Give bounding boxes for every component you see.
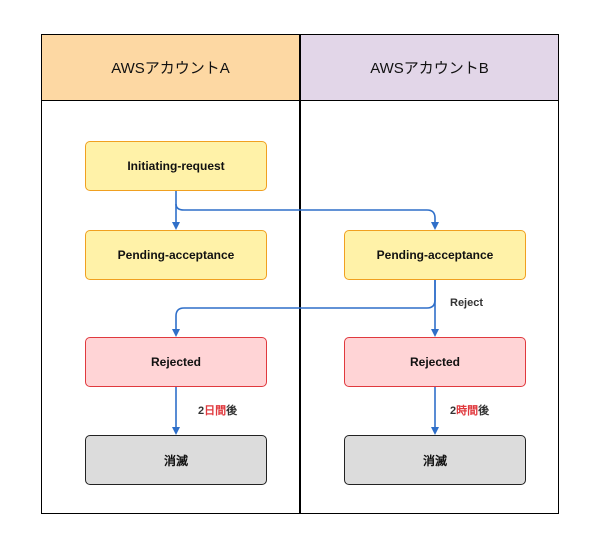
node-pending-acceptance-a-label: Pending-acceptance — [117, 248, 235, 262]
node-rejected-b[interactable]: Rejected — [344, 337, 526, 387]
lane-divider — [299, 34, 301, 514]
lane-title-account-a: AWSアカウントA — [111, 59, 230, 77]
edge-initiating-to-pending-b — [175, 203, 439, 230]
edge-label-expire-a: 2日間後 — [198, 402, 237, 418]
expire-a-unit: 日間 — [204, 405, 227, 417]
node-deleted-b-label: 消滅 — [422, 453, 447, 468]
node-pending-acceptance-b-label: Pending-acceptance — [376, 248, 494, 262]
node-deleted-a-label: 消滅 — [163, 453, 188, 468]
node-rejected-a[interactable]: Rejected — [85, 337, 267, 387]
lane-header-account-b: AWSアカウントB — [300, 34, 559, 101]
expire-b-suffix: 後 — [478, 405, 490, 417]
edge-label-reject-text: Reject — [450, 297, 484, 309]
lane-title-account-b: AWSアカウントB — [370, 59, 489, 77]
node-rejected-b-label: Rejected — [409, 355, 461, 369]
expire-b-unit: 時間 — [456, 405, 479, 417]
node-pending-acceptance-a[interactable]: Pending-acceptance — [85, 230, 267, 280]
node-deleted-b[interactable]: 消滅 — [344, 435, 526, 485]
lane-header-account-a: AWSアカウントA — [41, 34, 300, 101]
edge-label-expire-b: 2時間後 — [450, 402, 489, 418]
edge-reject-to-rejected-a — [172, 280, 436, 337]
node-initiating-request-label: Initiating-request — [127, 159, 225, 173]
expire-a-suffix: 後 — [226, 405, 238, 417]
edge-label-reject: Reject — [450, 297, 483, 309]
expire-a-number: 2 — [198, 405, 205, 417]
node-deleted-a[interactable]: 消滅 — [85, 435, 267, 485]
node-pending-acceptance-b[interactable]: Pending-acceptance — [344, 230, 526, 280]
node-rejected-a-label: Rejected — [150, 355, 202, 369]
node-initiating-request[interactable]: Initiating-request — [85, 141, 267, 191]
expire-b-number: 2 — [450, 405, 457, 417]
